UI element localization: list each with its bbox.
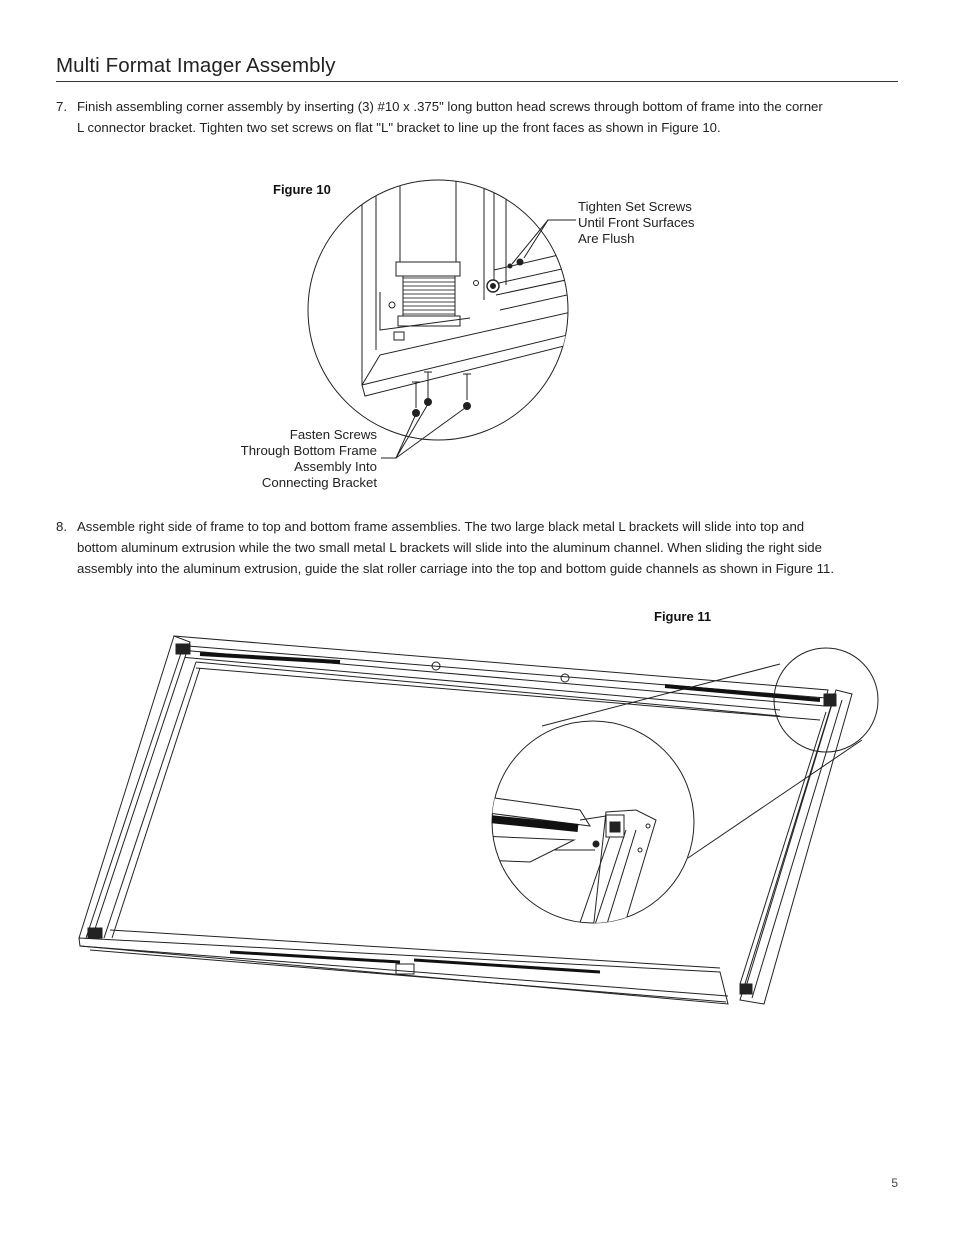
figure-10-label: Figure 10 [273,182,331,197]
step-line: Finish assembling corner assembly by ins… [77,99,823,114]
step-line: L connector bracket. Tighten two set scr… [77,120,721,135]
bottom-frame-rail [78,929,729,1005]
fasten-screws-callout: Fasten Screws Through Bottom Frame Assem… [240,427,377,490]
step-line: bottom aluminum extrusion while the two … [77,540,822,555]
figure-11-label: Figure 11 [654,609,712,624]
figure-11-illustration [78,635,879,1005]
figure-10-detail-circle [307,179,569,441]
figure-11-small-circle [773,647,879,753]
step-line: assembly into the aluminum extrusion, gu… [77,561,834,576]
corner-slide-detail [492,795,657,923]
left-frame-rail [78,635,201,945]
step-line: Assemble right side of frame to top and … [77,519,805,534]
corner-bracket-detail [361,180,568,417]
step-number: 7. [56,99,67,114]
page-number: 5 [891,1176,898,1190]
step-number: 8. [56,519,67,534]
top-frame-rail [173,635,829,721]
title-divider [56,81,898,82]
step-8: 8. Assemble right side of frame to top a… [56,516,906,579]
figure-10-illustration [307,179,576,459]
step-7: 7. Finish assembling corner assembly by … [56,96,896,138]
set-screws-callout: Tighten Set Screws Until Front Surfaces … [578,199,695,246]
right-frame-rail [739,689,853,1005]
page-title: Multi Format Imager Assembly [56,54,336,77]
